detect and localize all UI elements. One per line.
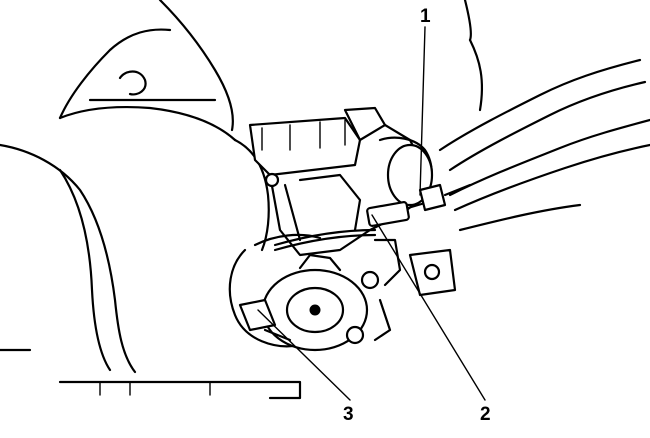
vacuum-hoses	[438, 0, 650, 232]
leader-line-3	[257, 309, 351, 401]
callout-1: 1	[420, 6, 431, 27]
leader-line-2	[371, 214, 486, 401]
intake-housing	[0, 0, 302, 400]
callout-3: 3	[343, 404, 354, 425]
leader-line-1	[419, 26, 426, 196]
throttle-cable	[273, 228, 377, 252]
throttle-lever	[228, 233, 457, 352]
iac-valve-connector	[366, 183, 472, 227]
callout-2: 2	[480, 404, 491, 425]
callout-leaders	[257, 26, 486, 401]
callout-labels: 1 2 3	[343, 6, 491, 425]
